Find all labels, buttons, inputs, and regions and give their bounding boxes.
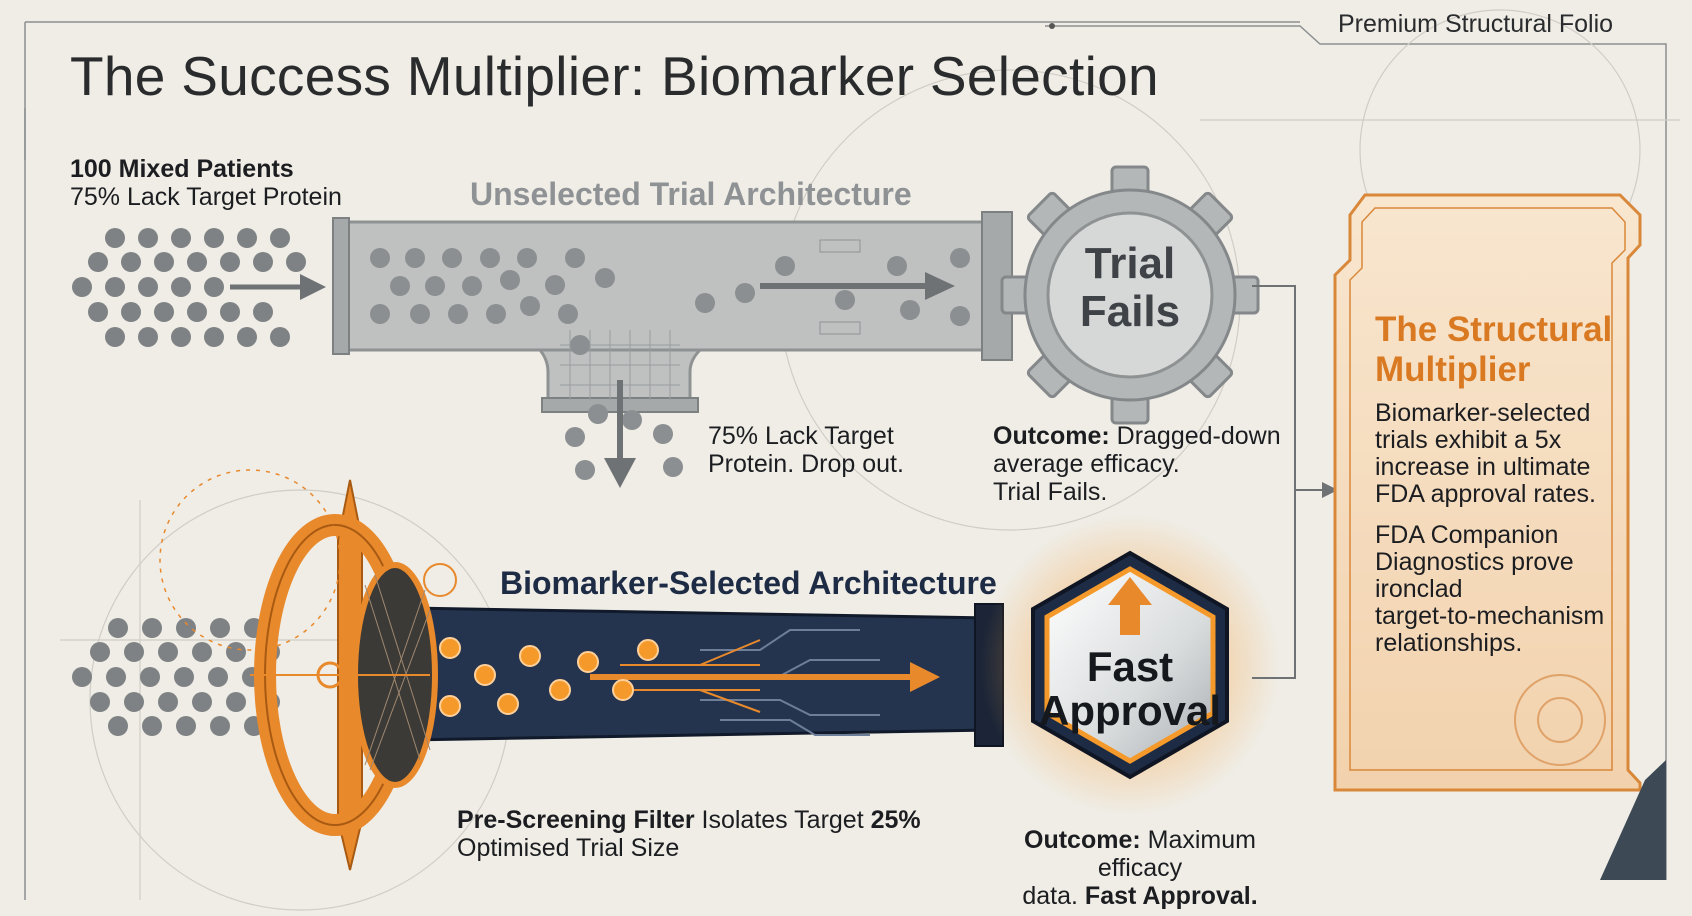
selected-outcome: Outcome: Maximum efficacy data. Fast App… <box>980 826 1300 910</box>
trial-fails-line1: Trial <box>1084 239 1176 288</box>
panel-p2-line3: ironclad <box>1375 575 1463 603</box>
unselected-particles <box>370 248 970 355</box>
input-patients-top <box>72 228 306 347</box>
selected-heading: Biomarker-Selected Architecture <box>500 565 997 601</box>
panel-gear-icon <box>1514 674 1606 766</box>
selected-outcome-label: Outcome: <box>1024 826 1141 854</box>
patients-subheading: 75% Lack Target Protein <box>70 183 342 211</box>
dropout-particles <box>565 404 683 480</box>
unselected-outcome-label: Outcome: <box>993 422 1110 450</box>
mesh-grid <box>560 330 680 400</box>
frame-dot <box>1049 23 1055 29</box>
fast-approval-text: Fast Approval <box>1030 645 1230 733</box>
unselected-outcome: Outcome: Dragged-down average efficacy. … <box>993 422 1281 506</box>
panel-p1-line1: Biomarker-selected <box>1375 399 1591 427</box>
input-patients-bottom <box>72 618 280 736</box>
filter-caption: Pre-Screening Filter Isolates Target 25%… <box>457 806 921 862</box>
filter-pct: 25% <box>870 806 921 834</box>
trial-fails-line2: Fails <box>1079 287 1181 336</box>
panel-title-line2: Multiplier <box>1375 350 1531 389</box>
structural-multiplier-panel <box>1333 193 1642 792</box>
dropout-line1: 75% Lack Target <box>708 422 894 450</box>
folio-label: Premium Structural Folio <box>1338 10 1614 38</box>
fast-approval-line2: Approval <box>1038 687 1222 734</box>
unselected-pipe <box>332 211 1013 413</box>
dropout-label: 75% Lack Target Protein. Drop out. <box>708 422 904 478</box>
panel-title-line1: The Structural <box>1375 310 1613 349</box>
connector-lines <box>1252 285 1325 679</box>
panel-p1-line2: trials exhibit a 5x <box>1375 426 1562 454</box>
orange-traces <box>620 639 761 713</box>
panel-paragraph-2: FDA Companion Diagnostics prove ironclad… <box>1375 522 1615 657</box>
selected-outcome-text2: data. <box>1022 882 1085 910</box>
filter-line2: Optimised Trial Size <box>457 834 680 862</box>
unselected-heading: Unselected Trial Architecture <box>470 176 912 212</box>
trial-fails-gear <box>1000 165 1260 425</box>
filter-label: Pre-Screening Filter <box>457 806 695 834</box>
patients-label: 100 Mixed Patients 75% Lack Target Prote… <box>70 155 342 211</box>
panel-p1-line4: FDA approval rates. <box>1375 480 1596 508</box>
connector-arrow <box>1322 482 1338 498</box>
filter-text: Isolates Target <box>694 806 871 834</box>
page-frame <box>24 21 1667 900</box>
page-title: The Success Multiplier: Biomarker Select… <box>70 45 1159 107</box>
selected-outcome-bold: Fast Approval. <box>1084 882 1258 910</box>
panel-p2-line1: FDA Companion <box>1375 521 1559 549</box>
trial-fails-text: Trial Fails <box>1030 240 1230 336</box>
fast-approval-line1: Fast <box>1086 643 1174 690</box>
patients-heading: 100 Mixed Patients <box>70 155 294 183</box>
fast-approval-hexagon <box>980 515 1280 815</box>
filter-mesh <box>364 574 431 771</box>
unselected-outcome-text3: Trial Fails. <box>993 478 1108 506</box>
dropout-line2: Protein. Drop out. <box>708 450 904 478</box>
panel-paragraph-1: Biomarker-selected trials exhibit a 5x i… <box>1375 400 1615 508</box>
pre-screening-filter <box>159 469 457 871</box>
panel-p2-line5: relationships. <box>1375 629 1523 657</box>
panel-body: Biomarker-selected trials exhibit a 5x i… <box>1375 400 1615 671</box>
selected-particles <box>439 637 659 717</box>
unselected-outcome-text2: average efficacy. <box>993 450 1180 478</box>
panel-p1-line3: increase in ultimate <box>1375 453 1591 481</box>
panel-p2-line4: target-to-mechanism <box>1375 602 1605 630</box>
unselected-outcome-text1: Dragged-down <box>1109 422 1281 450</box>
panel-title: The Structural Multiplier <box>1375 310 1612 390</box>
selected-outcome-text1: Maximum efficacy <box>1097 826 1256 882</box>
selected-pipe <box>408 603 1004 747</box>
corner-accent <box>1600 760 1666 880</box>
panel-p2-line2: Diagnostics prove <box>1375 548 1574 576</box>
